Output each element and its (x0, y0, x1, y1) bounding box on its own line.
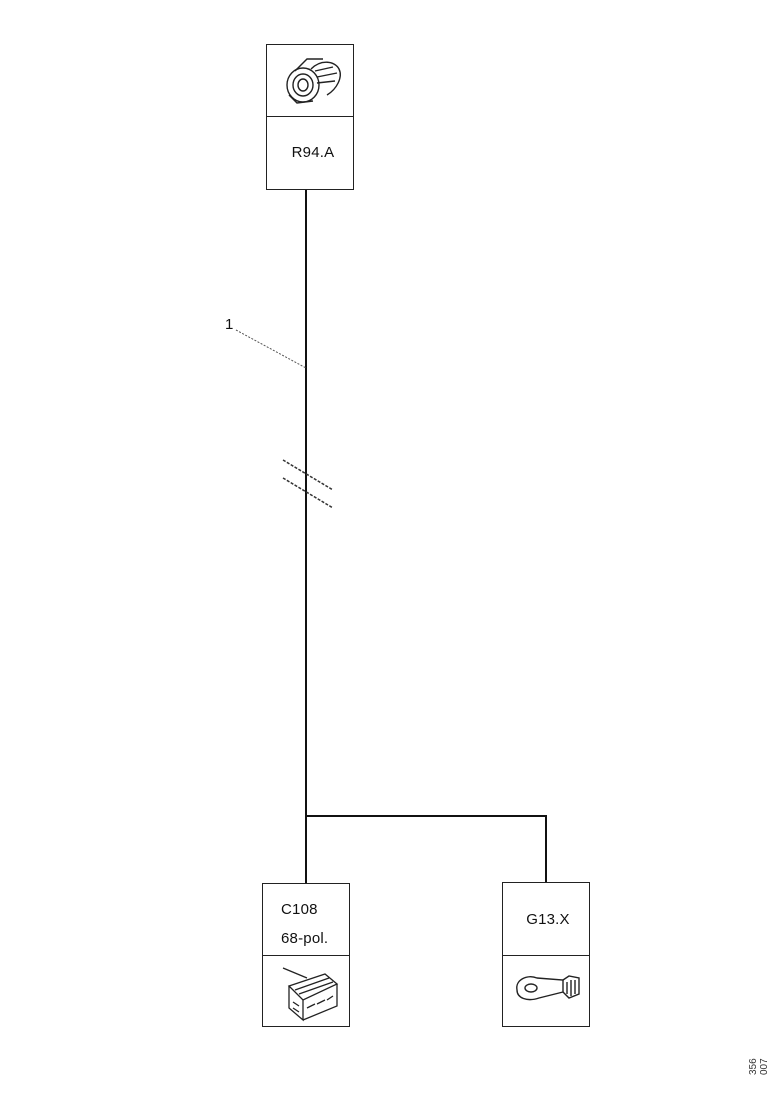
component-label-c108: C108 (281, 901, 318, 918)
component-label-r94a: R94.A (291, 144, 335, 161)
wire-break-mark-upper (282, 459, 334, 491)
ring-terminal-icon (516, 975, 580, 1001)
component-label-g13x: G13.X (526, 911, 570, 928)
component-image-cell (267, 45, 353, 117)
component-pin-count: 68-pol. (281, 930, 329, 947)
component-image-cell (503, 955, 589, 1027)
motor-connector-icon (286, 58, 341, 104)
multi-pin-connector-icon (282, 967, 339, 1022)
component-box-g13x: G13.X (502, 882, 590, 1027)
wire-label-leader (235, 329, 307, 369)
figure-code: 356 007 (748, 1058, 770, 1075)
wire-number-label: 1 (225, 316, 234, 333)
component-text-cell: C108 68-pol. (263, 884, 349, 956)
component-image-cell (263, 956, 349, 1026)
wire-break-mark-lower (282, 477, 334, 509)
branch-wire (306, 815, 547, 882)
component-box-c108: C108 68-pol. (262, 883, 350, 1027)
component-box-r94a: R94.A (266, 44, 354, 190)
